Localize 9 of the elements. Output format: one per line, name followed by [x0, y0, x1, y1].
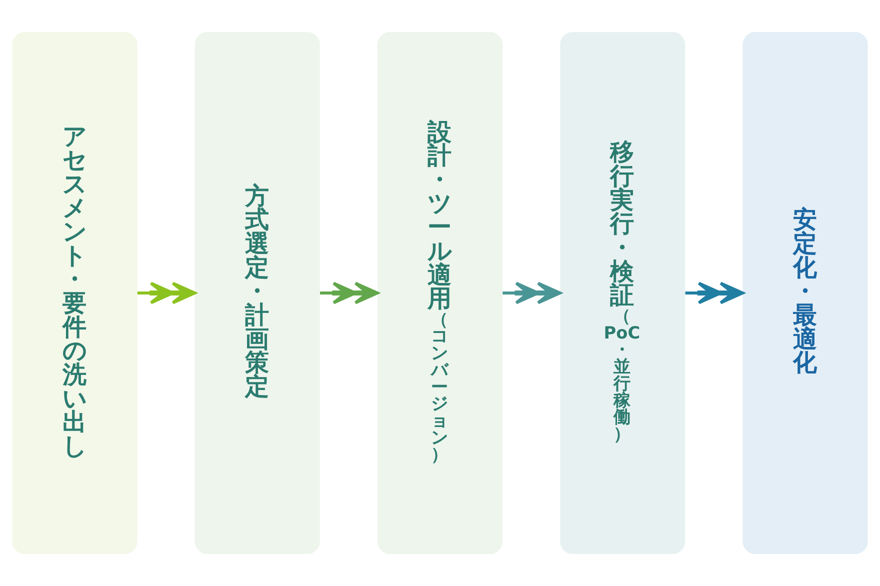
node-box: 移行実行・検証 （PoC・並行稼働） — [560, 32, 686, 554]
arrow — [502, 282, 562, 304]
arrow — [137, 282, 196, 304]
node-box: 設計・ツール適用 （コンバージョン） — [377, 32, 503, 554]
arrow — [685, 282, 744, 304]
node-box: アセスメント・要件の洗い出し — [12, 32, 138, 554]
node-box: 安定化・最適化 — [742, 32, 868, 554]
node-box: 方式選定・計画策定 — [194, 32, 320, 554]
arrow — [320, 282, 379, 304]
